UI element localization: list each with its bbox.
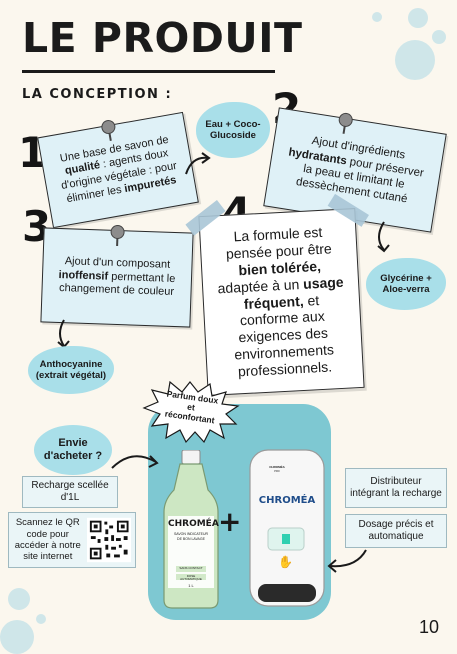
pin-icon bbox=[100, 118, 117, 136]
ingredient-cloud-anthocyanine: Anthocyanine (extrait végétal) bbox=[28, 346, 114, 394]
qr-box: Scannez le QR code pour accéder à notre … bbox=[8, 512, 136, 568]
starburst-badge bbox=[142, 380, 240, 444]
refill-box: Recharge scellée d'1L bbox=[22, 476, 118, 508]
pin-icon bbox=[337, 111, 354, 128]
dosage-info-box: Dosage précis et automatique bbox=[345, 514, 447, 548]
dispenser-brand: CHROMÉA bbox=[258, 495, 316, 506]
ingredient-cloud-water: Eau + Coco-Glucoside bbox=[196, 102, 270, 158]
note-step-3-text: Ajout d'un composant inoffensif permetta… bbox=[58, 255, 176, 299]
title-underline bbox=[22, 70, 275, 73]
pin-icon bbox=[110, 224, 125, 240]
page-title: LE PRODUIT bbox=[22, 14, 303, 62]
note-step-4-text: La formule est pensée pour être bien tol… bbox=[217, 224, 344, 380]
page-number: 10 bbox=[418, 617, 439, 637]
dispenser-top-brand: CHROMÉA bbox=[269, 465, 285, 469]
note-step-2-text: Ajout d'ingrédients hydratants pour prés… bbox=[287, 135, 425, 206]
decor-bubble bbox=[432, 30, 446, 44]
dispenser-top-sub: PRO bbox=[274, 470, 280, 473]
plus-sign: + bbox=[218, 505, 242, 538]
hand-icon: ✋ bbox=[278, 555, 293, 569]
bottle-tag2: DOSE AUTOMATIQUE bbox=[180, 574, 202, 581]
arrow-icon bbox=[185, 152, 211, 175]
note-step-1-text: Une base de savon de qualité : agents do… bbox=[59, 133, 178, 206]
refill-bottle bbox=[163, 450, 219, 609]
qr-text: Scannez le QR code pour accéder à notre … bbox=[14, 517, 81, 563]
ingredient-cloud-glycerine: Glycérine + Aloe-verra bbox=[366, 258, 446, 310]
note-step-1: Une base de savon de qualité : agents do… bbox=[37, 111, 199, 229]
bottle-volume: 1 L bbox=[188, 583, 194, 588]
bottle-label-line2: DE BON LAVAGE bbox=[177, 537, 205, 541]
bottle-tag1: SANS CONTACT bbox=[179, 566, 203, 570]
arrow-icon bbox=[327, 549, 367, 573]
decor-bubble bbox=[8, 588, 30, 610]
bottle-brand: CHROMÉA bbox=[168, 519, 219, 529]
arrow-icon bbox=[377, 221, 390, 253]
decor-bubble bbox=[395, 40, 435, 80]
dispenser-info-box: Distributeur intégrant la recharge bbox=[345, 468, 447, 508]
qr-code-icon[interactable] bbox=[86, 517, 131, 563]
decor-bubble bbox=[372, 12, 382, 22]
note-step-3: Ajout d'un composant inoffensif permetta… bbox=[40, 224, 194, 328]
decor-bubble bbox=[0, 620, 34, 654]
decor-bubble bbox=[36, 614, 46, 624]
bottle-label-line1: SAVON INDICATEUR bbox=[173, 532, 209, 536]
section-subtitle: LA CONCEPTION : bbox=[22, 87, 173, 102]
decor-bubble bbox=[408, 8, 428, 28]
arrow-icon bbox=[111, 455, 159, 469]
soap-dispenser bbox=[249, 449, 325, 607]
buy-speech-bubble: Envie d'acheter ? bbox=[34, 425, 112, 475]
note-step-4: La formule est pensée pour être bien tol… bbox=[185, 193, 369, 396]
